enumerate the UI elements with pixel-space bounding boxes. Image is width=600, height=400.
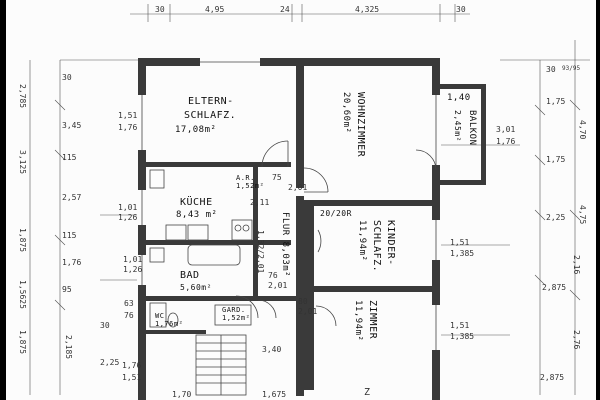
right-win-1: 3,01	[496, 125, 515, 134]
bad-win: 1,01	[123, 255, 142, 264]
dim-top-4: 4,325	[355, 5, 379, 14]
balkon-area: 2,45m²	[453, 110, 462, 142]
left-dim-13: 1,5625	[18, 280, 27, 309]
kueche-name: KÜCHE	[180, 195, 213, 208]
eltern-win: 1,51	[118, 111, 137, 120]
right-dim-5: 2,25	[546, 213, 565, 222]
gard-area: 1,52m²	[222, 314, 250, 322]
left-dim-10: 2,785	[18, 84, 27, 108]
room-labels: ELTERN- SCHLAFZ. 17,08m² WOHNZIMMER 20,6…	[155, 92, 477, 341]
left-dim-1: 30	[62, 73, 72, 82]
kueche-area: 8,43 m²	[176, 210, 217, 220]
dim-top-1: 30	[155, 5, 165, 14]
right-dim-1: 30	[546, 65, 556, 74]
wc-win2: 76	[124, 311, 134, 320]
fixtures	[149, 169, 253, 328]
right-dim-6: 2,16	[572, 255, 581, 274]
stair-dim: 3,40	[262, 345, 281, 354]
balkon-name: BALKON	[467, 110, 477, 146]
left-dim-5: 115	[62, 231, 77, 240]
right-dimensions: 30 93/95 1,75 1,75 2,25 2,16 2,875 2,76 …	[496, 65, 587, 382]
wc-area: 1,76m²	[155, 320, 183, 328]
bad-dim-1: 76	[268, 271, 278, 280]
left-dim-14: 1,875	[18, 330, 27, 354]
dim-top-3: 24	[280, 5, 290, 14]
kueche-win: 1,01	[118, 203, 137, 212]
right-win-2: 1,76	[496, 137, 515, 146]
wc-win: 63	[124, 299, 134, 308]
left-dim-4: 2,57	[62, 193, 81, 202]
flur-dim-1: 2,11	[250, 198, 269, 207]
bad-area: 5,60m²	[180, 283, 212, 292]
dimension-lines	[29, 4, 590, 395]
kinder1-area: 11,94m²	[357, 220, 367, 261]
kinder1-name-1: KINDER-	[385, 220, 396, 266]
left-dim-7: 95	[62, 285, 72, 294]
eltern-win2: 1,76	[118, 123, 137, 132]
left-dim-15: 2,185	[64, 335, 73, 359]
left-win-1: 1,76	[122, 361, 141, 370]
ar-name: A.R.	[236, 174, 255, 182]
eltern-name-1: ELTERN-	[188, 96, 234, 107]
left-dim-6: 1,76	[62, 258, 81, 267]
flur-name: FLUR 8,03m²	[280, 212, 290, 277]
left-dimensions: 30 3,45 115 2,57 115 1,76 95 30 2,25 2,7…	[18, 73, 141, 382]
flur-dim-2: 1,32/2,01	[256, 230, 265, 274]
right-dim-2: 93/95	[562, 65, 580, 72]
ar-dim-1: 75	[272, 173, 282, 182]
ar-dim-2: 2,01	[288, 183, 307, 192]
right-dim-9: 4,70	[578, 120, 587, 139]
dim-top-5: 30	[456, 5, 466, 14]
bottom-dim: 1,70	[172, 390, 191, 399]
bad-win2: 1,26	[123, 265, 142, 274]
top-dimensions: 30 4,95 24 4,325 30	[155, 5, 466, 14]
kinder1-win2: 1,385	[450, 249, 474, 258]
eltern-area: 17,08m²	[175, 125, 216, 135]
right-dim-10: 4,75	[578, 205, 587, 224]
wohn-name: WOHNZIMMER	[355, 92, 366, 158]
left-dim-2: 3,45	[62, 121, 81, 130]
right-dim-3: 1,75	[546, 97, 565, 106]
kinder2-name: ZIMMER	[367, 300, 378, 340]
left-dim-8: 30	[100, 321, 110, 330]
left-dim-9: 2,25	[100, 358, 119, 367]
kinder2-area: 11,94m²	[353, 300, 363, 341]
staircase	[195, 334, 247, 396]
left-dim-11: 3,125	[18, 150, 27, 174]
kinder1-win: 1,51	[450, 238, 469, 247]
room-dimensions: 1,51 1,76 1,01 1,26 1,01 1,26 63 76 75 2…	[118, 111, 474, 399]
left-dim-12: 1,875	[18, 228, 27, 252]
left-win-2: 1,51	[122, 373, 141, 382]
gard-dim-1: 80	[298, 297, 308, 306]
right-dim-8: 2,76	[572, 330, 581, 349]
kinder2-win2: 1,385	[450, 332, 474, 341]
bottom-dim-2: 1,675	[262, 390, 286, 399]
right-dim-11: 2,875	[540, 373, 564, 382]
ar-area: 1,52m²	[236, 182, 264, 190]
bottom-z: Z	[364, 387, 370, 398]
window-glazing	[141, 61, 437, 350]
gard-name: GARD.	[222, 306, 246, 314]
right-dim-4: 1,75	[546, 155, 565, 164]
bad-name: BAD	[180, 270, 200, 281]
kinder1-door: 20/20R	[320, 209, 352, 218]
eltern-name-2: SCHLAFZ.	[184, 110, 236, 121]
wc-name: WC	[155, 312, 164, 320]
door-swings	[235, 140, 437, 327]
right-dim-7: 2,875	[542, 283, 566, 292]
kueche-win2: 1,26	[118, 213, 137, 222]
kinder2-win: 1,51	[450, 321, 469, 330]
wohn-area: 20,60m²	[341, 92, 351, 133]
balkon-dim: 1,40	[447, 93, 471, 103]
left-dim-3: 115	[62, 153, 77, 162]
kinder1-name-2: SCHLAFZ.	[371, 220, 382, 272]
dim-top-2: 4,95	[205, 5, 224, 14]
bad-dim-2: 2,01	[268, 281, 287, 290]
gard-dim-2: 2,01	[298, 307, 317, 316]
